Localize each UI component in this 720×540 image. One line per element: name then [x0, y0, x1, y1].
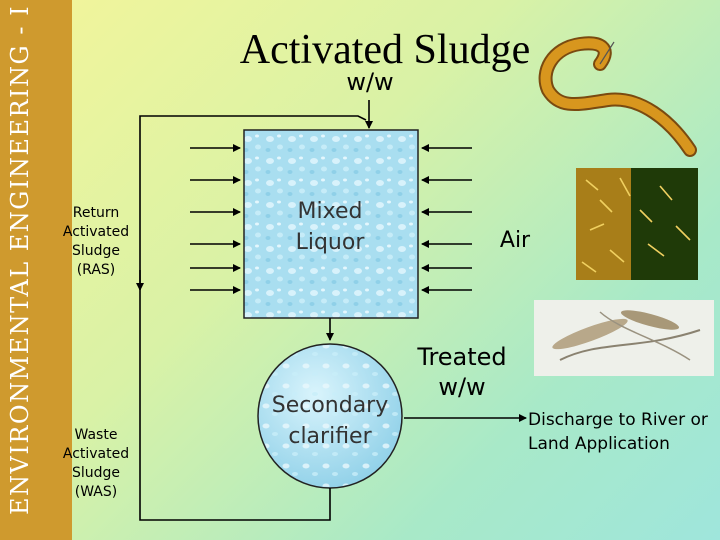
treated-label: Treated w/w	[417, 343, 507, 401]
air-label: Air	[499, 228, 531, 253]
was-label: Waste Activated Sludge (WAS)	[62, 427, 130, 500]
sidebar-banner: ENVIRONMENTAL ENGINEERING - I	[0, 0, 72, 540]
page-subtitle: w/w	[346, 68, 394, 96]
microorganisms-micrograph	[534, 300, 714, 376]
ras-label: Return Activated Sludge (RAS)	[62, 205, 130, 278]
secondary-clarifier-label: Secondary clarifier	[271, 393, 389, 449]
worm-image	[538, 36, 697, 157]
air-inlet-arrows-left	[190, 144, 241, 294]
discharge-label: Discharge to River or Land Application	[528, 410, 708, 454]
return-sludge-line	[139, 115, 367, 521]
mixed-liquor-tank	[243, 129, 419, 319]
air-inlet-arrows-right	[421, 144, 472, 294]
secondary-clarifier	[257, 343, 403, 489]
mixed-liquor-label: Mixed Liquor	[295, 199, 365, 255]
bacteria-micrograph	[576, 168, 698, 280]
page-title: Activated Sludge	[239, 27, 531, 73]
